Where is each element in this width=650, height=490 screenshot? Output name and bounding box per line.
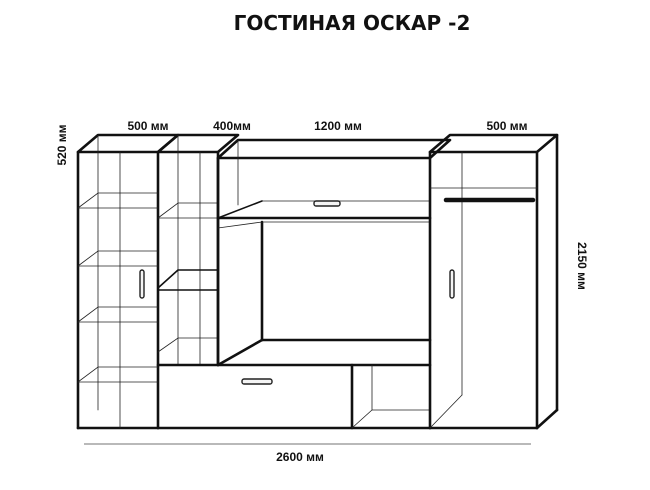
diagram-title: ГОСТИНАЯ ОСКАР -2 [234, 11, 471, 35]
section-1-width-label: 500 мм [127, 119, 168, 133]
upper-flap-handle [313, 200, 341, 207]
height-label: 2150 мм [575, 242, 589, 290]
wardrobe-door-handle [449, 269, 455, 299]
section-1-door-handle [139, 269, 145, 299]
section-4-wardrobe [428, 133, 559, 430]
section-3-tv-unit [216, 138, 452, 367]
section-1-shelving [76, 133, 180, 430]
drawer-handle [241, 378, 273, 385]
section-2-width-label: 400мм [213, 119, 251, 133]
depth-label: 520 мм [55, 124, 69, 165]
bottom-plinth [156, 363, 432, 430]
section-2-shelving [156, 133, 240, 367]
total-width-label: 2600 мм [276, 450, 324, 464]
section-4-width-label: 500 мм [486, 119, 527, 133]
section-3-width-label: 1200 мм [314, 119, 362, 133]
